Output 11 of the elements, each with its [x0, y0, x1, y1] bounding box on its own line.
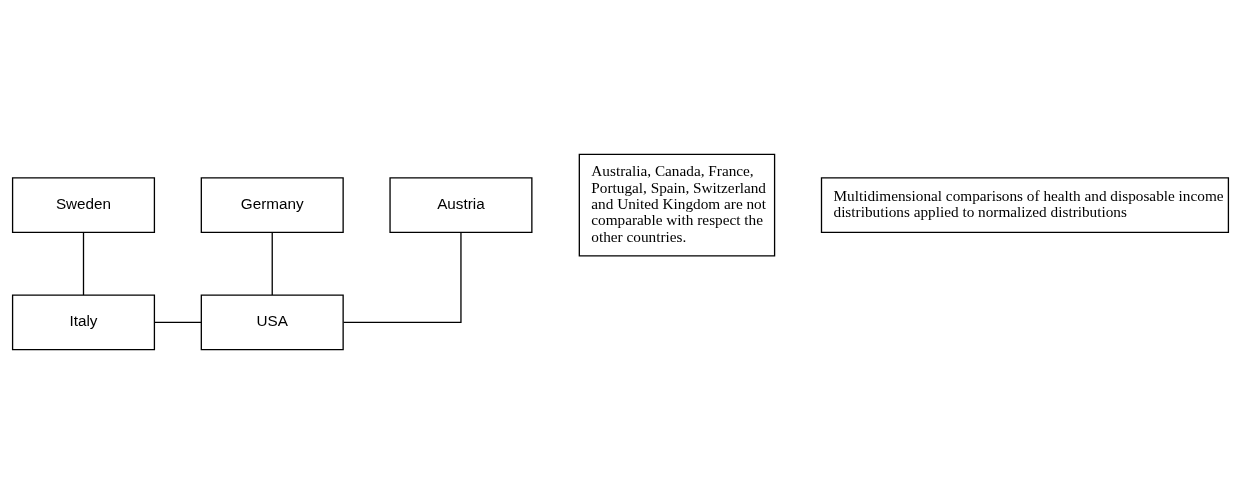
node-box: Australia, Canada, France, Portugal, Spain, Switzerland and United Kingdom are not comparable with respect the other countries.: [578, 153, 776, 257]
connector: [82, 231, 85, 296]
connector: [271, 231, 273, 296]
node-box: Multidimensional comparisons of health and disposable income distributions applied to normalized distributions: [820, 177, 1230, 233]
node-box: Sweden: [11, 177, 156, 233]
connector: [154, 321, 202, 323]
node-box: Germany: [200, 177, 344, 233]
node-box: Austria: [389, 177, 533, 233]
node-box: USA: [200, 294, 344, 351]
connector: [342, 231, 462, 323]
node-box: Italy: [11, 294, 156, 351]
